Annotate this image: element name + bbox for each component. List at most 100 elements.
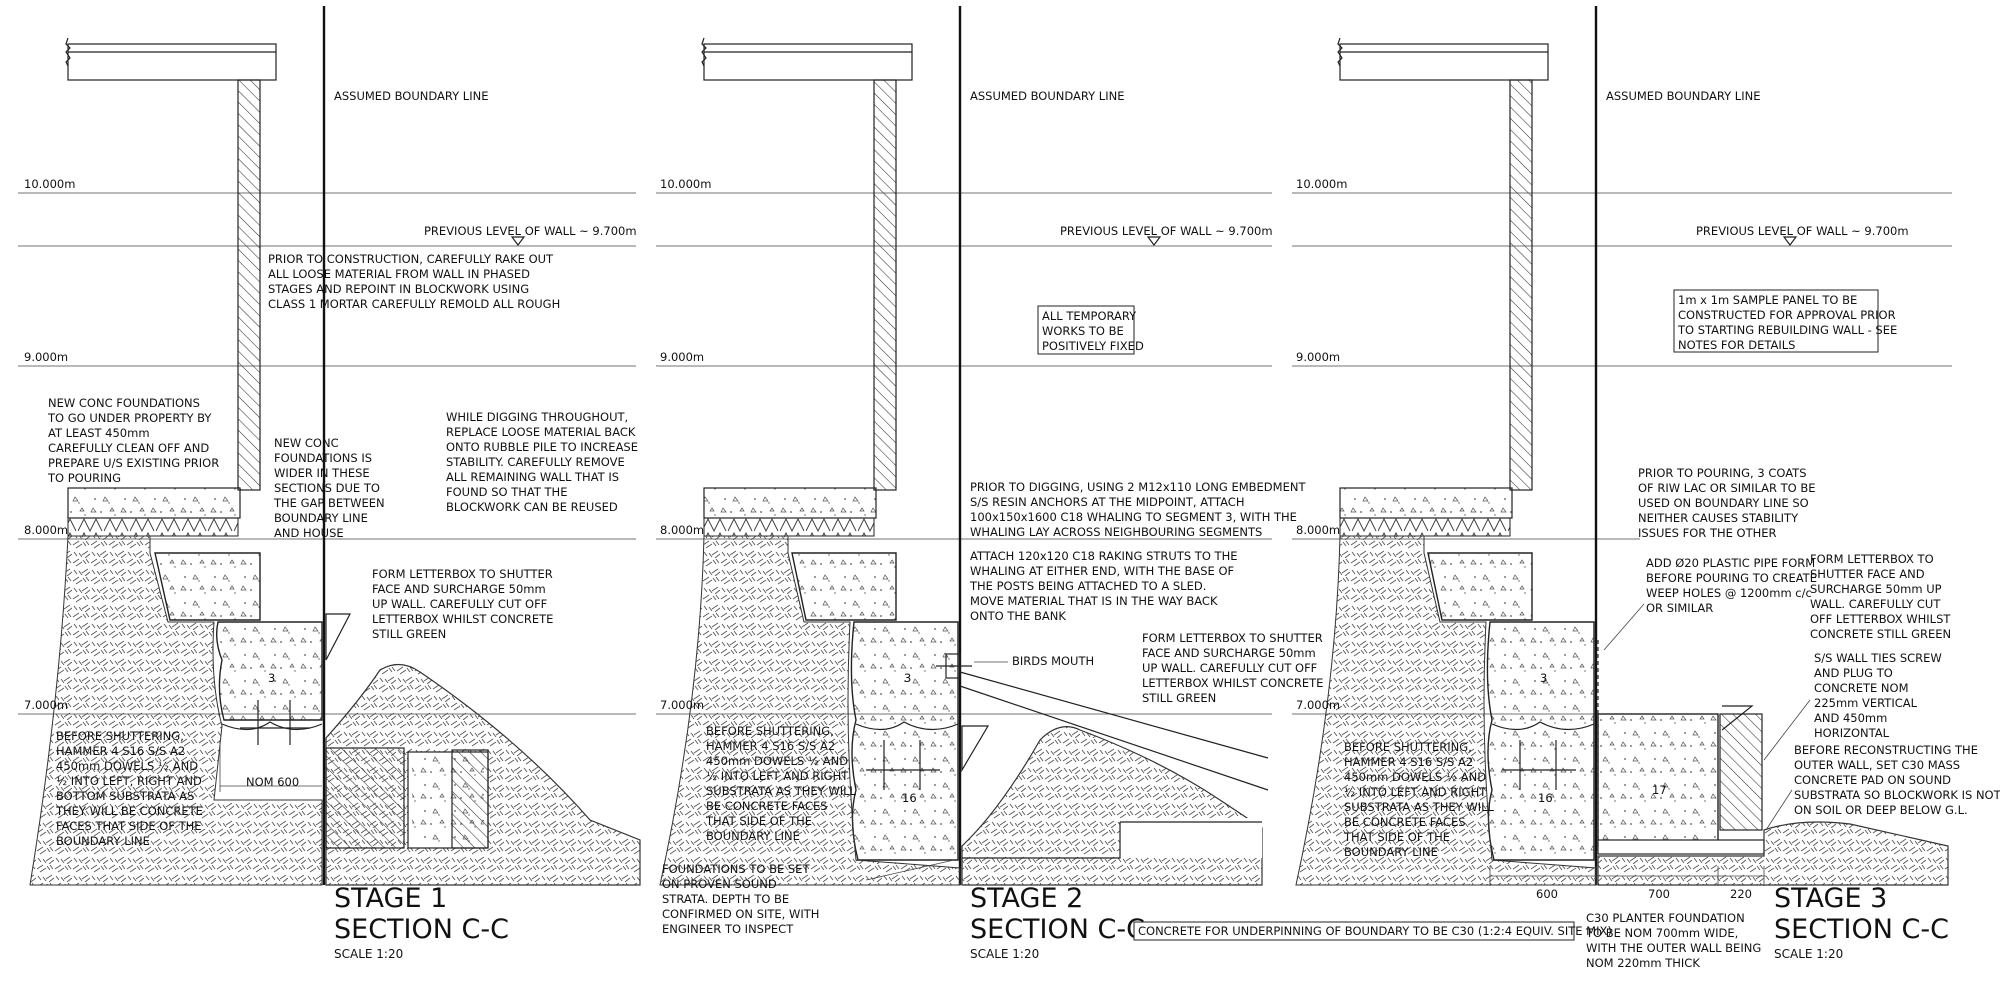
svg-text:1m x 1m SAMPLE PANEL TO BE: 1m x 1m SAMPLE PANEL TO BE	[1678, 293, 1857, 307]
svg-text:CONCRETE FOR UNDERPINNING OF B: CONCRETE FOR UNDERPINNING OF BOUNDARY TO…	[1138, 924, 1612, 938]
new-foundation	[215, 621, 323, 721]
stage-3-title: STAGE 3	[1774, 883, 1887, 914]
stage-2-section-title: SECTION C-C	[970, 914, 1145, 945]
svg-text:OF RIW LAC OR SIMILAR TO BE: OF RIW LAC OR SIMILAR TO BE	[1638, 481, 1816, 495]
svg-text:ISSUES FOR THE OTHER: ISSUES FOR THE OTHER	[1638, 526, 1777, 540]
svg-text:AND PLUG TO: AND PLUG TO	[1814, 666, 1893, 680]
dowels-note: BEFORE SHUTTERING, HAMMER 4 S16 S/S A2 4…	[55, 729, 203, 848]
existing-foundation	[791, 552, 897, 621]
wall-ties-note: S/S WALL TIES SCREW AND PLUG TO CONCRETE…	[1814, 651, 1942, 740]
letterbox-note: FORM LETTERBOX TO SHUTTER FACE AND SURCH…	[1142, 631, 1323, 705]
dim-600: 600	[1536, 887, 1558, 901]
outer-wall-pad	[1597, 839, 1765, 855]
existing-foundation	[154, 552, 261, 621]
svg-text:HORIZONTAL: HORIZONTAL	[1814, 726, 1890, 740]
previous-level-label: PREVIOUS LEVEL OF WALL ~ 9.700m	[1696, 224, 1909, 238]
svg-text:UP WALL. CAREFULLY CUT OFF: UP WALL. CAREFULLY CUT OFF	[1142, 661, 1317, 675]
hatched-wall	[237, 79, 261, 491]
dim-700: 700	[1648, 887, 1670, 901]
svg-text:BOUNDARY LINE: BOUNDARY LINE	[706, 829, 800, 843]
svg-text:WIDER IN THESE: WIDER IN THESE	[274, 466, 370, 480]
svg-text:BOUNDARY LINE: BOUNDARY LINE	[56, 834, 150, 848]
dowels-note: BEFORE SHUTTERING, HAMMER 4 S16 S/S A2 4…	[705, 724, 856, 843]
level-9m-label: 9.000m	[1296, 350, 1340, 364]
existing-foundation	[1427, 552, 1533, 621]
wider-foundations-note: NEW CONC FOUNDATIONS IS WIDER IN THESE S…	[273, 436, 385, 540]
svg-text:½ INTO LEFT, RIGHT AND: ½ INTO LEFT, RIGHT AND	[56, 774, 202, 788]
svg-text:ALL TEMPORARY: ALL TEMPORARY	[1042, 309, 1137, 323]
svg-text:BE CONCRETE FACES: BE CONCRETE FACES	[1344, 815, 1466, 829]
dimension-line	[1489, 866, 1766, 886]
svg-text:NEW CONC FOUNDATIONS: NEW CONC FOUNDATIONS	[48, 396, 200, 410]
gravel-layer	[1339, 517, 1511, 537]
svg-text:C30 PLANTER FOUNDATION: C30 PLANTER FOUNDATION	[1586, 911, 1745, 925]
svg-text:½ INTO LEFT AND RIGHT: ½ INTO LEFT AND RIGHT	[1344, 785, 1487, 799]
segment-number: 3	[904, 671, 911, 685]
svg-text:AND HOUSE: AND HOUSE	[274, 526, 344, 540]
svg-text:S/S RESIN ANCHORS AT THE MIDPO: S/S RESIN ANCHORS AT THE MIDPOINT, ATTAC…	[970, 495, 1244, 509]
dowels	[240, 700, 310, 745]
svg-text:SECTIONS DUE TO: SECTIONS DUE TO	[274, 481, 380, 495]
svg-text:OFF LETTERBOX WHILST: OFF LETTERBOX WHILST	[1810, 612, 1951, 626]
gravel-layer	[703, 517, 875, 537]
new-foundation	[850, 621, 959, 861]
svg-text:BOUNDARY LINE: BOUNDARY LINE	[1344, 845, 1438, 859]
svg-text:STAGES AND REPOINT IN BLOCKWOR: STAGES AND REPOINT IN BLOCKWORK USING	[268, 282, 529, 296]
svg-text:ADD Ø20 PLASTIC PIPE FORM: ADD Ø20 PLASTIC PIPE FORM	[1646, 556, 1815, 570]
svg-text:TO BE NOM 700mm WIDE,: TO BE NOM 700mm WIDE,	[1585, 926, 1738, 940]
svg-text:SUBSTRATA AS THEY WILL: SUBSTRATA AS THEY WILL	[1344, 800, 1494, 814]
svg-text:SURCHARGE 50mm UP: SURCHARGE 50mm UP	[1810, 582, 1942, 596]
soil-left	[29, 535, 323, 886]
svg-text:UP WALL. CAREFULLY CUT OFF: UP WALL. CAREFULLY CUT OFF	[372, 597, 547, 611]
svg-text:WHILE DIGGING THROUGHOUT,: WHILE DIGGING THROUGHOUT,	[446, 410, 628, 424]
svg-text:SUBSTRATA AS THEY WILL: SUBSTRATA AS THEY WILL	[706, 784, 856, 798]
svg-text:THAT SIDE OF THE: THAT SIDE OF THE	[1343, 830, 1450, 844]
svg-text:NOTES FOR DETAILS: NOTES FOR DETAILS	[1678, 338, 1795, 352]
svg-text:REPLACE LOOSE MATERIAL BACK: REPLACE LOOSE MATERIAL BACK	[446, 425, 636, 439]
svg-text:STILL GREEN: STILL GREEN	[372, 627, 446, 641]
level-9m-label: 9.000m	[24, 350, 68, 364]
svg-text:AND 450mm: AND 450mm	[1814, 711, 1887, 725]
level-7m-label: 7.000m	[1296, 698, 1340, 712]
hatched-wall	[1509, 79, 1533, 491]
svg-text:POSITIVELY FIXED: POSITIVELY FIXED	[1042, 339, 1144, 353]
svg-text:225mm VERTICAL: 225mm VERTICAL	[1814, 696, 1918, 710]
letterbox	[961, 725, 990, 773]
dowels-note: BEFORE SHUTTERING, HAMMER 4 S16 S/S A2 4…	[1343, 740, 1494, 859]
gravel-layer	[67, 517, 239, 537]
outer-wall-note: BEFORE RECONSTRUCTING THE OUTER WALL, SE…	[1794, 743, 2000, 817]
stage-3-section: 600 700 220 10.000m 9.000m 8.000m 7.000m…	[1133, 6, 2000, 970]
svg-text:NOM 220mm THICK: NOM 220mm THICK	[1586, 956, 1700, 970]
svg-text:THE GAP BETWEEN: THE GAP BETWEEN	[273, 496, 385, 510]
svg-text:½ INTO LEFT AND RIGHT: ½ INTO LEFT AND RIGHT	[706, 769, 849, 783]
svg-text:FACE AND SURCHARGE 50mm: FACE AND SURCHARGE 50mm	[1142, 646, 1316, 660]
planter-foundation-note: C30 PLANTER FOUNDATION TO BE NOM 700mm W…	[1585, 911, 1761, 970]
svg-text:THEY WILL BE CONCRETE: THEY WILL BE CONCRETE	[55, 804, 203, 818]
svg-text:USED ON BOUNDARY LINE SO: USED ON BOUNDARY LINE SO	[1638, 496, 1809, 510]
blockwork-pile-3	[451, 749, 489, 849]
svg-text:BE CONCRETE FACES: BE CONCRETE FACES	[706, 799, 828, 813]
level-9m-label: 9.000m	[660, 350, 704, 364]
stage-3-scale: SCALE 1:20	[1774, 947, 1843, 961]
svg-text:WHALING AT EITHER END, WITH TH: WHALING AT EITHER END, WITH THE BASE OF	[970, 564, 1234, 578]
level-7m-label: 7.000m	[660, 698, 704, 712]
svg-text:BOUNDARY LINE: BOUNDARY LINE	[274, 511, 368, 525]
svg-text:FACE AND SURCHARGE 50mm: FACE AND SURCHARGE 50mm	[372, 582, 546, 596]
sample-panel-note: 1m x 1m SAMPLE PANEL TO BE CONSTRUCTED F…	[1673, 289, 1897, 353]
svg-text:CONSTRUCTED FOR APPROVAL PRIOR: CONSTRUCTED FOR APPROVAL PRIOR	[1678, 308, 1896, 322]
raking-struts	[936, 653, 1269, 791]
stage-1-scale: SCALE 1:20	[334, 947, 403, 961]
letterbox-note: FORM LETTERBOX TO SHUTTER FACE AND SURCH…	[1810, 552, 1951, 641]
temporary-works-note: ALL TEMPORARY WORKS TO BE POSITIVELY FIX…	[1037, 305, 1144, 355]
floor-slab	[703, 487, 877, 519]
svg-text:SUBSTRATA SO BLOCKWORK IS NOT: SUBSTRATA SO BLOCKWORK IS NOT	[1794, 788, 2000, 802]
svg-text:BOTTOM SUBSTRATA AS: BOTTOM SUBSTRATA AS	[56, 789, 194, 803]
svg-text:BEFORE SHUTTERING,: BEFORE SHUTTERING,	[1344, 740, 1472, 754]
anchors-note: PRIOR TO DIGGING, USING 2 M12x110 LONG E…	[970, 480, 1306, 539]
svg-text:THAT SIDE OF THE: THAT SIDE OF THE	[705, 814, 812, 828]
nom-600-label: NOM 600	[246, 775, 299, 789]
level-8m-label: 8.000m	[1296, 523, 1340, 537]
svg-text:WORKS TO BE: WORKS TO BE	[1042, 324, 1124, 338]
segment-number: 3	[268, 671, 275, 685]
svg-text:BEFORE SHUTTERING,: BEFORE SHUTTERING,	[706, 724, 834, 738]
